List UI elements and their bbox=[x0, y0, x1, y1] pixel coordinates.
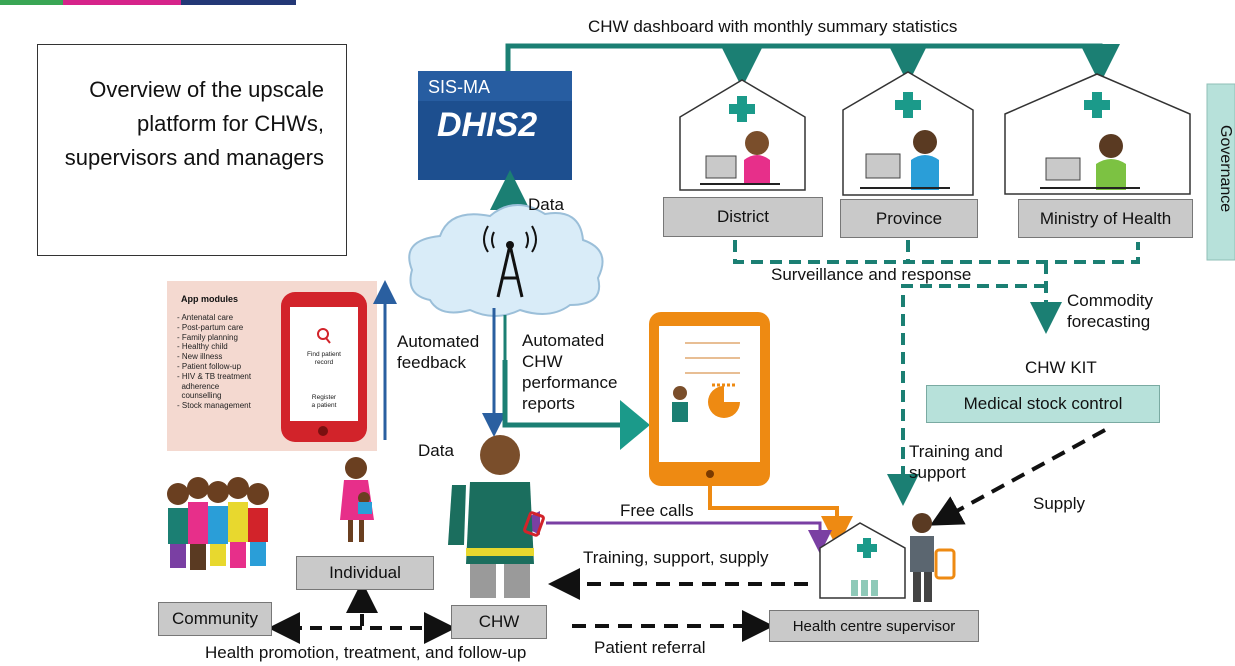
data-label-top: Data bbox=[528, 195, 564, 214]
module-item: - Patient follow-up bbox=[177, 361, 242, 371]
top-bar-navy bbox=[181, 0, 296, 5]
free-calls-label: Free calls bbox=[620, 501, 694, 520]
health-promotion-label: Health promotion, treatment, and follow-… bbox=[205, 643, 527, 662]
dhis2-logo-text: DHIS2 bbox=[437, 106, 538, 144]
module-item: - Stock management bbox=[177, 401, 251, 411]
medical-stock-box: Medical stock control bbox=[926, 385, 1160, 423]
module-item: counselling bbox=[177, 391, 222, 401]
tablet-supervisor-arrow bbox=[708, 486, 853, 548]
governance-strip bbox=[1206, 83, 1235, 261]
chw-person bbox=[448, 435, 545, 598]
dhis2-logo-text-top: SIS-MA bbox=[428, 77, 491, 97]
ministry-box: Ministry of Health bbox=[1018, 199, 1193, 238]
mother-child bbox=[340, 457, 374, 542]
community-box: Community bbox=[158, 602, 272, 636]
health-centre bbox=[819, 522, 906, 599]
app-modules-header: App modules bbox=[181, 294, 239, 304]
community-group bbox=[167, 477, 269, 570]
training-support-label: Training and support bbox=[909, 442, 1003, 482]
reports-arrow-head bbox=[620, 400, 650, 450]
district-house bbox=[679, 79, 806, 191]
automated-reports-label: Automated CHW performance reports bbox=[522, 331, 618, 413]
chw-box: CHW bbox=[451, 605, 547, 639]
app-modules-list: - Antenatal care - Post-partum care - Fa… bbox=[177, 313, 251, 411]
top-bar-magenta bbox=[63, 0, 181, 5]
district-box: District bbox=[663, 197, 823, 237]
data-label-chw: Data bbox=[418, 441, 454, 460]
province-house bbox=[842, 71, 974, 196]
health-promotion-arrows bbox=[268, 581, 456, 644]
governance-label: Governance bbox=[1217, 125, 1234, 213]
dashboard-connector bbox=[505, 43, 1120, 108]
supervisor-box: Health centre supervisor bbox=[769, 610, 979, 642]
supply-arrow bbox=[929, 428, 1106, 526]
supervisor-person bbox=[910, 513, 956, 602]
chw-kit-label: CHW KIT bbox=[1025, 358, 1097, 377]
module-item: - Family planning bbox=[177, 332, 238, 342]
top-bar-green bbox=[0, 0, 63, 5]
free-calls-arrow bbox=[516, 511, 832, 554]
training-support-supply-label: Training, support, supply bbox=[583, 548, 769, 567]
module-item: - Healthy child bbox=[177, 342, 228, 352]
surveillance-connector bbox=[733, 240, 1140, 506]
reports-line bbox=[502, 360, 630, 428]
module-item: - Antenatal care bbox=[177, 313, 234, 322]
find-patient-label: Find patient record bbox=[307, 351, 341, 366]
module-item: - New illness bbox=[177, 352, 223, 362]
register-patient-label: Register a patient bbox=[311, 394, 337, 409]
page-title: Overview of the upscale platform for CHW… bbox=[64, 77, 324, 170]
individual-box: Individual bbox=[296, 556, 434, 590]
title-box: Overview of the upscale platform for CHW… bbox=[37, 44, 347, 256]
province-box: Province bbox=[840, 199, 978, 238]
module-item: - HIV & TB treatment bbox=[177, 371, 252, 381]
ministry-house bbox=[1004, 73, 1191, 195]
automated-feedback-label: Automated feedback bbox=[397, 332, 480, 372]
module-item: adherence bbox=[177, 381, 220, 391]
surveillance-label: Surveillance and response bbox=[771, 265, 972, 284]
commodity-label: Commodity forecasting bbox=[1067, 291, 1153, 331]
module-item: - Post-partum care bbox=[177, 322, 244, 332]
cloud bbox=[408, 204, 604, 317]
supply-label: Supply bbox=[1033, 494, 1085, 513]
dashboard-label: CHW dashboard with monthly summary stati… bbox=[588, 17, 958, 36]
patient-referral-label: Patient referral bbox=[594, 638, 706, 657]
